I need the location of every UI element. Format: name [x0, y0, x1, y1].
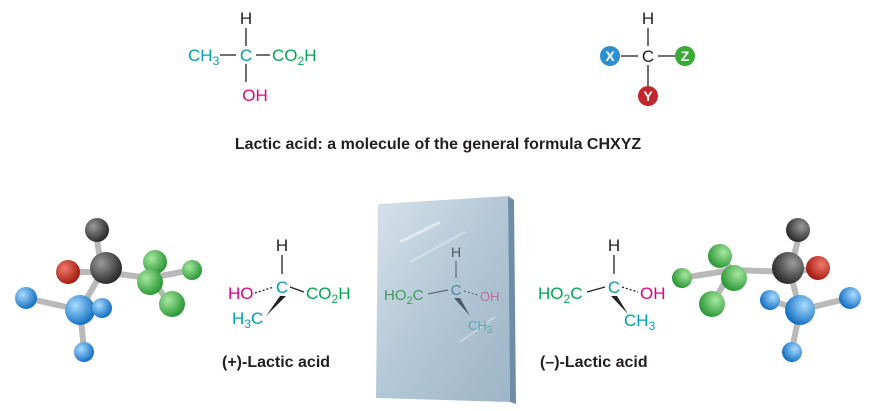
y-circle [638, 86, 658, 106]
bond-c-ch3-wedge [611, 296, 628, 314]
mirror: H HO2C C OH CH3 [376, 196, 516, 404]
z-circle [675, 46, 695, 66]
mirror-h: H [451, 244, 461, 260]
minus-c: C [608, 278, 620, 297]
plus-h3c: H3C [232, 309, 263, 331]
bond-c-h3c-wedge [266, 296, 286, 316]
plus-c: C [276, 278, 288, 297]
formula-co2h: CO2H [272, 46, 316, 68]
formula-ch3: CH3 [188, 46, 220, 68]
minus-oh: OH [640, 284, 666, 303]
x-label: X [605, 48, 615, 64]
z-label: Z [681, 48, 690, 64]
x-circle [600, 46, 620, 66]
plus-h: H [276, 236, 288, 255]
y-label: Y [643, 88, 653, 104]
mirror-oh: OH [480, 289, 500, 304]
general-c: C [642, 47, 654, 66]
formula-oh: OH [242, 86, 268, 105]
plus-lactic-acid-label: (+)-Lactic acid [222, 354, 331, 371]
mirror-ho2c: HO2C [384, 287, 424, 307]
general-h: H [642, 9, 654, 28]
mirror-ch3: CH3 [468, 318, 493, 336]
mirror-c: C [451, 282, 462, 299]
lactic-acid-formula: H CH3 C CO2H OH [188, 9, 316, 105]
minus-ho2c: HO2C [538, 284, 582, 306]
bond-c-oh-dashed [621, 286, 639, 293]
formula-h: H [240, 9, 252, 28]
plus-lactic-acid-model [15, 218, 202, 362]
minus-lactic-acid-structure: H HO2C C OH CH3 [538, 236, 666, 332]
minus-h: H [608, 236, 620, 255]
minus-ch3: CH3 [624, 311, 656, 332]
general-formula-caption: Lactic acid: a molecule of the general f… [234, 136, 642, 153]
plus-co2h: CO2H [306, 284, 350, 306]
plus-lactic-acid-structure: H HO C CO2H H3C [228, 236, 350, 331]
plus-ho: HO [228, 284, 254, 303]
minus-lactic-acid-label: (–)-Lactic acid [540, 354, 648, 371]
formula-c: C [240, 46, 252, 65]
bond-c-co2h [289, 286, 305, 293]
minus-lactic-acid-model [672, 218, 861, 362]
bond-ho-c-dashed [254, 286, 275, 294]
bond-ho2c-c [586, 286, 606, 293]
general-formula-diagram: H X C Z Y [600, 9, 695, 106]
